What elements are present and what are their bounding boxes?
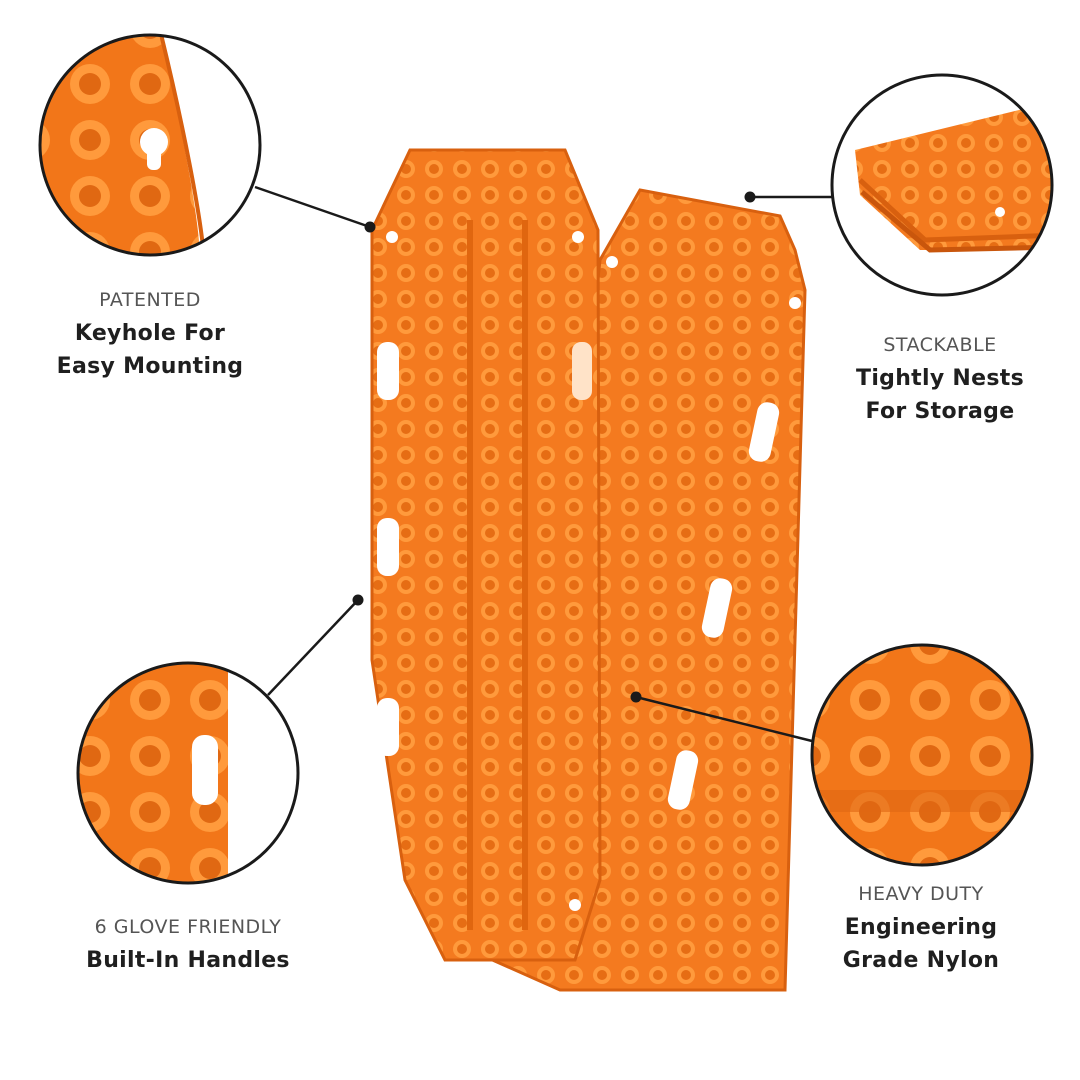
feature-nylon-eyebrow: HEAVY DUTY <box>858 883 984 905</box>
feature-keyhole-eyebrow: PATENTED <box>99 289 201 311</box>
feature-handles: 6 GLOVE FRIENDLY Built-In Handles <box>58 916 318 977</box>
connector-keyhole <box>254 185 376 233</box>
zoom-circle-stackable <box>830 73 1054 297</box>
feature-keyhole: PATENTED Keyhole For Easy Mounting <box>30 289 270 383</box>
connector-stackable <box>744 191 833 203</box>
feature-stackable-eyebrow: STACKABLE <box>883 334 997 356</box>
zoom-circle-keyhole <box>38 33 262 257</box>
recovery-board-front <box>370 148 602 962</box>
feature-stackable-line1: Tightly Nests <box>856 366 1024 391</box>
feature-nylon: HEAVY DUTY Engineering Grade Nylon <box>801 883 1041 977</box>
feature-nylon-line2: Grade Nylon <box>842 948 1000 973</box>
zoom-circle-handles <box>76 661 300 885</box>
feature-nylon-line1: Engineering <box>844 915 998 940</box>
zoom-circle-nylon <box>810 643 1034 867</box>
connector-nylon <box>630 691 813 743</box>
feature-stackable-line2: For Storage <box>865 399 1015 424</box>
connector-handles <box>267 594 364 696</box>
feature-stackable: STACKABLE Tightly Nests For Storage <box>820 334 1060 428</box>
feature-keyhole-line1: Keyhole For <box>74 321 226 346</box>
feature-keyhole-line2: Easy Mounting <box>56 354 244 379</box>
feature-handles-eyebrow: 6 GLOVE FRIENDLY <box>94 916 282 938</box>
feature-handles-line1: Built-In Handles <box>86 948 290 973</box>
